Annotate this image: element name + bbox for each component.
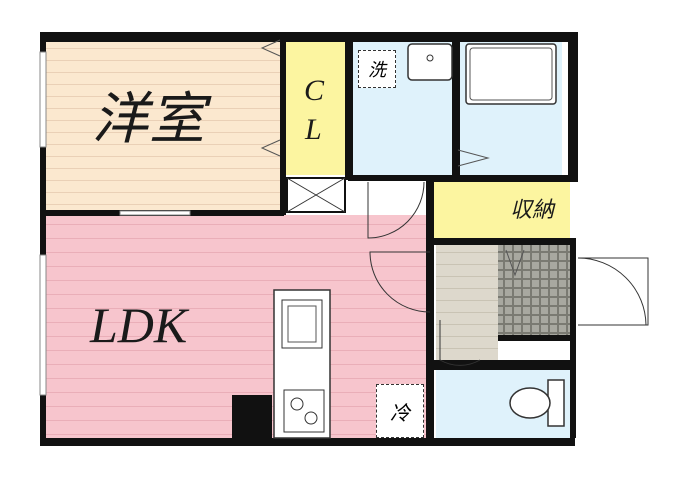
storage-floor <box>432 182 570 238</box>
bathtub <box>465 43 557 105</box>
closet-floor <box>285 40 347 175</box>
fridge-label: 冷 <box>376 384 424 438</box>
entrance-floor <box>436 245 498 360</box>
western-room-floor <box>44 40 280 212</box>
closet-shelf <box>286 177 346 213</box>
closet-label-l: L <box>305 113 322 146</box>
kitchen-counter <box>273 289 331 439</box>
ldk-label: LDK <box>90 297 188 353</box>
washer-label: 洗 <box>358 50 396 88</box>
western-room-label: 洋室 <box>92 87 206 152</box>
door-markers <box>260 39 525 277</box>
washbasin <box>407 43 453 81</box>
storage-label: 収納 <box>510 198 555 223</box>
windows <box>39 51 191 396</box>
closet-label-c: C <box>304 74 325 107</box>
ldk-floor <box>44 215 428 440</box>
toilet <box>509 379 565 427</box>
door-swings <box>367 181 649 366</box>
